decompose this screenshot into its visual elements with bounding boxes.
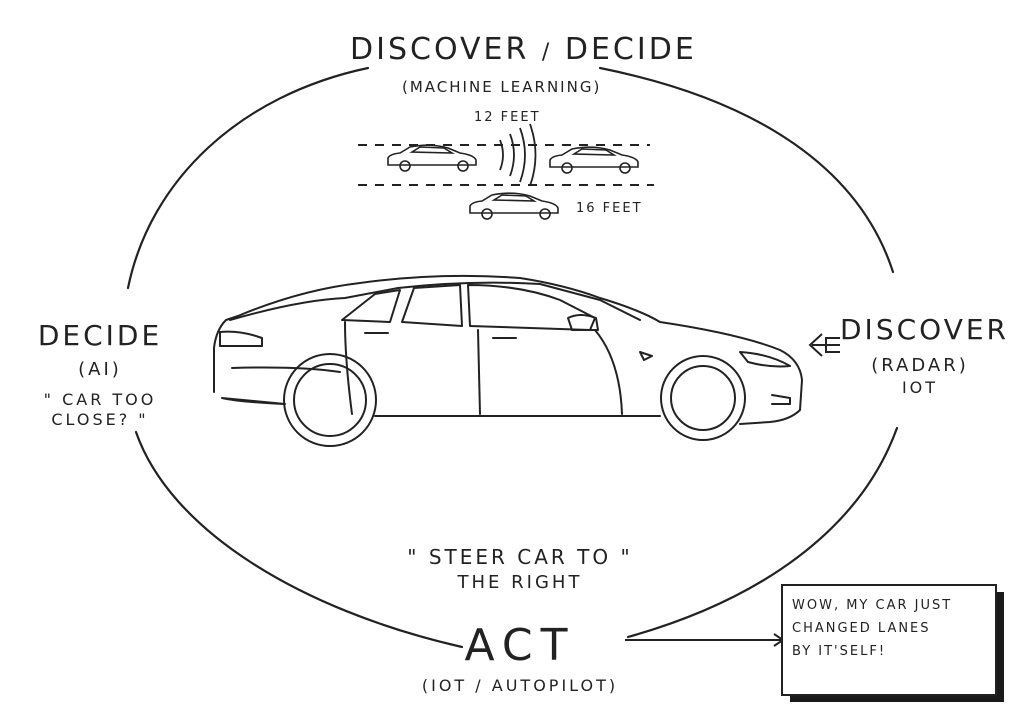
top-title: DISCOVER / DECIDE	[350, 32, 697, 67]
sensor-waves	[499, 123, 537, 187]
left-label-group: DECIDE (AI) " CAR TOO CLOSE? "	[30, 318, 170, 430]
top-title-decide: DECIDE	[564, 32, 697, 67]
small-car-bottom	[469, 192, 559, 220]
left-quote-line1: " CAR TOO	[43, 389, 157, 409]
bottom-quote-line2: THE RIGHT	[457, 572, 583, 593]
bottom-quote-line1: " STEER CAR TO "	[407, 545, 633, 569]
callout-line2: CHANGED LANES	[792, 621, 931, 636]
right-label-group: DISCOVER (RADAR) IOT	[840, 312, 1009, 398]
cycle-arc-top-left	[126, 66, 370, 290]
right-sub2: IOT	[901, 377, 939, 397]
act-sub: (IOT / AUTOPILOT)	[421, 676, 619, 695]
radar-arrow	[808, 333, 840, 357]
left-title: DECIDE	[37, 319, 163, 352]
cycle-arc-top-right	[598, 66, 895, 274]
callout-line1: WOW, MY CAR JUST	[792, 598, 953, 613]
top-title-separator: /	[541, 40, 553, 65]
callout-box	[781, 584, 997, 696]
main-car	[213, 274, 803, 447]
small-car-right	[549, 146, 639, 174]
act-title: ACT	[464, 620, 576, 671]
road-lane-lines	[358, 144, 654, 186]
callout-pointer	[625, 633, 785, 647]
top-title-discover: DISCOVER	[350, 32, 530, 67]
right-title: DISCOVER	[840, 313, 1009, 346]
cycle-arc-left-bottom	[134, 430, 464, 649]
bottom-act-group: ACT	[440, 618, 600, 673]
top-subtitle: (MACHINE LEARNING)	[402, 78, 602, 96]
callout-line3: BY IT'SELF!	[792, 644, 887, 659]
distance-top-label: 12 FEET	[474, 110, 541, 125]
cycle-arc-right-bottom	[626, 426, 899, 639]
right-sub: (RADAR)	[871, 355, 969, 376]
left-quote-line2: CLOSE? "	[51, 409, 149, 429]
small-car-left	[387, 144, 477, 172]
bottom-quote: " STEER CAR TO " THE RIGHT	[360, 545, 680, 595]
left-sub: (AI)	[78, 359, 122, 380]
callout-text: WOW, MY CAR JUST CHANGED LANES BY IT'SEL…	[792, 594, 992, 663]
distance-bottom-label: 16 FEET	[576, 201, 643, 216]
